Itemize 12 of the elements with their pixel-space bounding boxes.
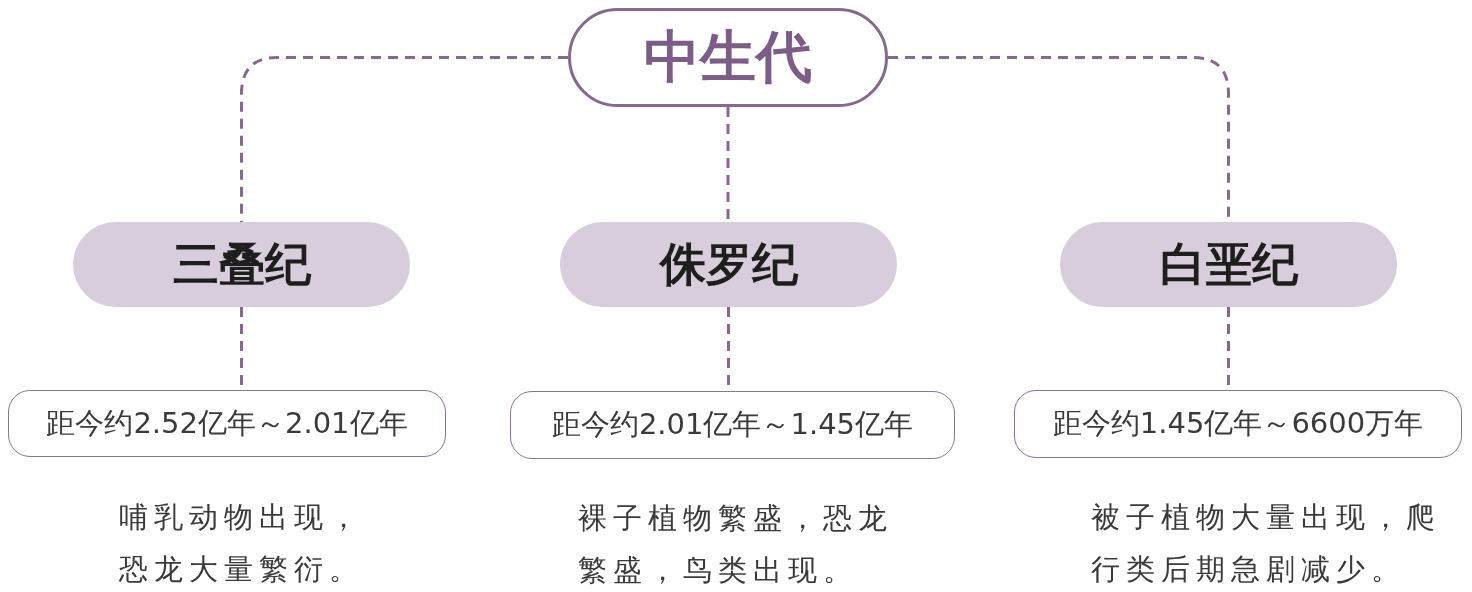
node-label: 距今约2.01亿年～1.45亿年 <box>551 406 914 443</box>
node-label: 侏罗纪 <box>659 235 798 293</box>
node-label: 中生代 <box>644 22 812 91</box>
node-label: 距今约1.45亿年～6600万年 <box>1052 405 1424 442</box>
dashed-connector <box>240 56 568 222</box>
node-label: 三叠纪 <box>172 235 311 293</box>
node-label: 距今约2.52亿年～2.01亿年 <box>46 404 408 442</box>
description-text: 被子植物大量出现，爬行类后期急剧减少。 <box>1091 499 1442 588</box>
dashed-connector <box>726 107 730 222</box>
node-label: 白垩纪 <box>1159 235 1298 293</box>
description-text: 裸子植物繁盛，恐龙繁盛，鸟类出现。 <box>578 500 894 589</box>
description-text: 哺乳动物出现，恐龙大量繁衍。 <box>119 499 365 588</box>
